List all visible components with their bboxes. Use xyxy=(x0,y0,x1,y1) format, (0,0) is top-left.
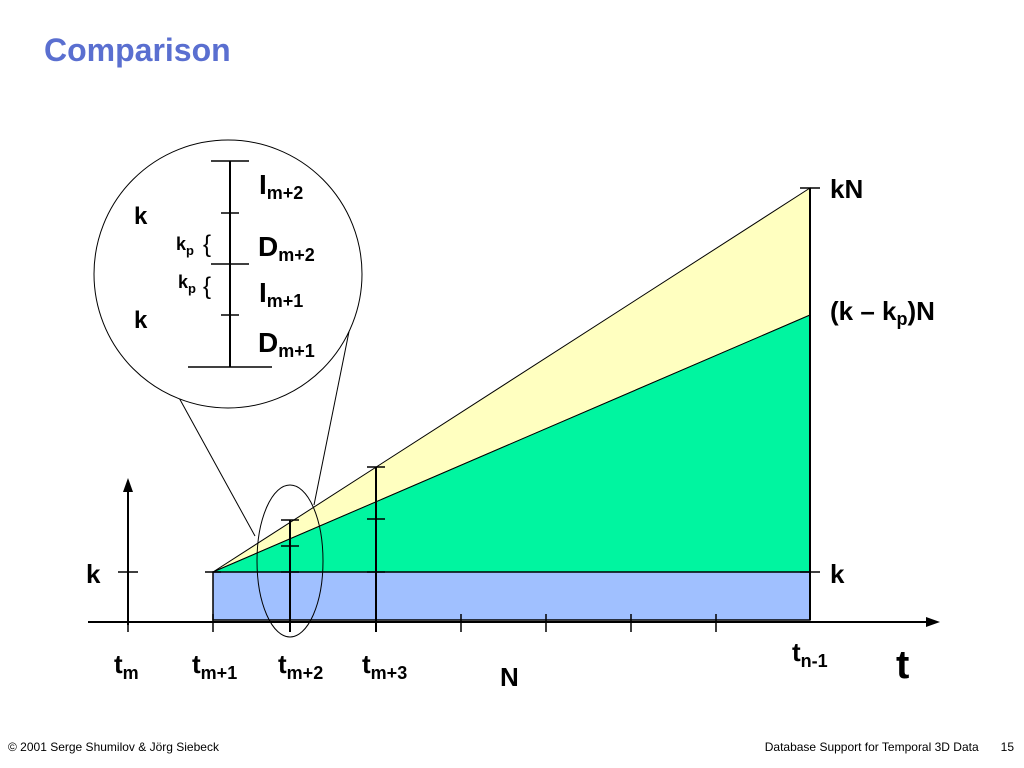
label-tm1: tm+1 xyxy=(192,649,237,683)
label-I-m1: Im+1 xyxy=(259,277,303,311)
footer-right: Database Support for Temporal 3D Data 15 xyxy=(743,740,1014,754)
label-N: N xyxy=(500,662,519,692)
brace-icon: { xyxy=(203,231,211,258)
label-k-minus-kp-N: (k – kp)N xyxy=(830,296,935,329)
base-area-region xyxy=(212,571,811,621)
zoom-k-bottom: k xyxy=(134,307,148,334)
label-t-axis: t xyxy=(896,643,909,687)
label-tm3: tm+3 xyxy=(362,649,407,683)
label-k-right: k xyxy=(830,559,845,589)
footer-copyright: © 2001 Serge Shumilov & Jörg Siebeck xyxy=(8,740,219,754)
y-axis-arrow-icon xyxy=(123,478,133,492)
label-tn1: tn-1 xyxy=(792,637,828,671)
label-D-m1: Dm+1 xyxy=(258,327,315,361)
footer-course: Database Support for Temporal 3D Data xyxy=(764,740,979,754)
page-number: 15 xyxy=(1000,740,1014,754)
label-kN: kN xyxy=(830,174,863,204)
label-tm2: tm+2 xyxy=(278,649,323,683)
label-tm: tm xyxy=(114,649,139,683)
brace-icon: { xyxy=(203,273,211,300)
zoom-kp-a: kp xyxy=(176,234,194,258)
label-D-m2: Dm+2 xyxy=(258,231,315,265)
zoom-connector-left xyxy=(171,384,256,537)
zoom-circle xyxy=(93,139,363,409)
time-axis-arrow-icon xyxy=(926,617,940,627)
zoom-region-ellipse xyxy=(256,484,324,638)
slide-title: Comparison xyxy=(44,32,231,68)
zoom-k-top: k xyxy=(134,203,148,230)
label-I-m2: Im+2 xyxy=(259,169,303,203)
zoom-kp-b: kp xyxy=(178,272,196,296)
label-k-left: k xyxy=(86,559,101,589)
